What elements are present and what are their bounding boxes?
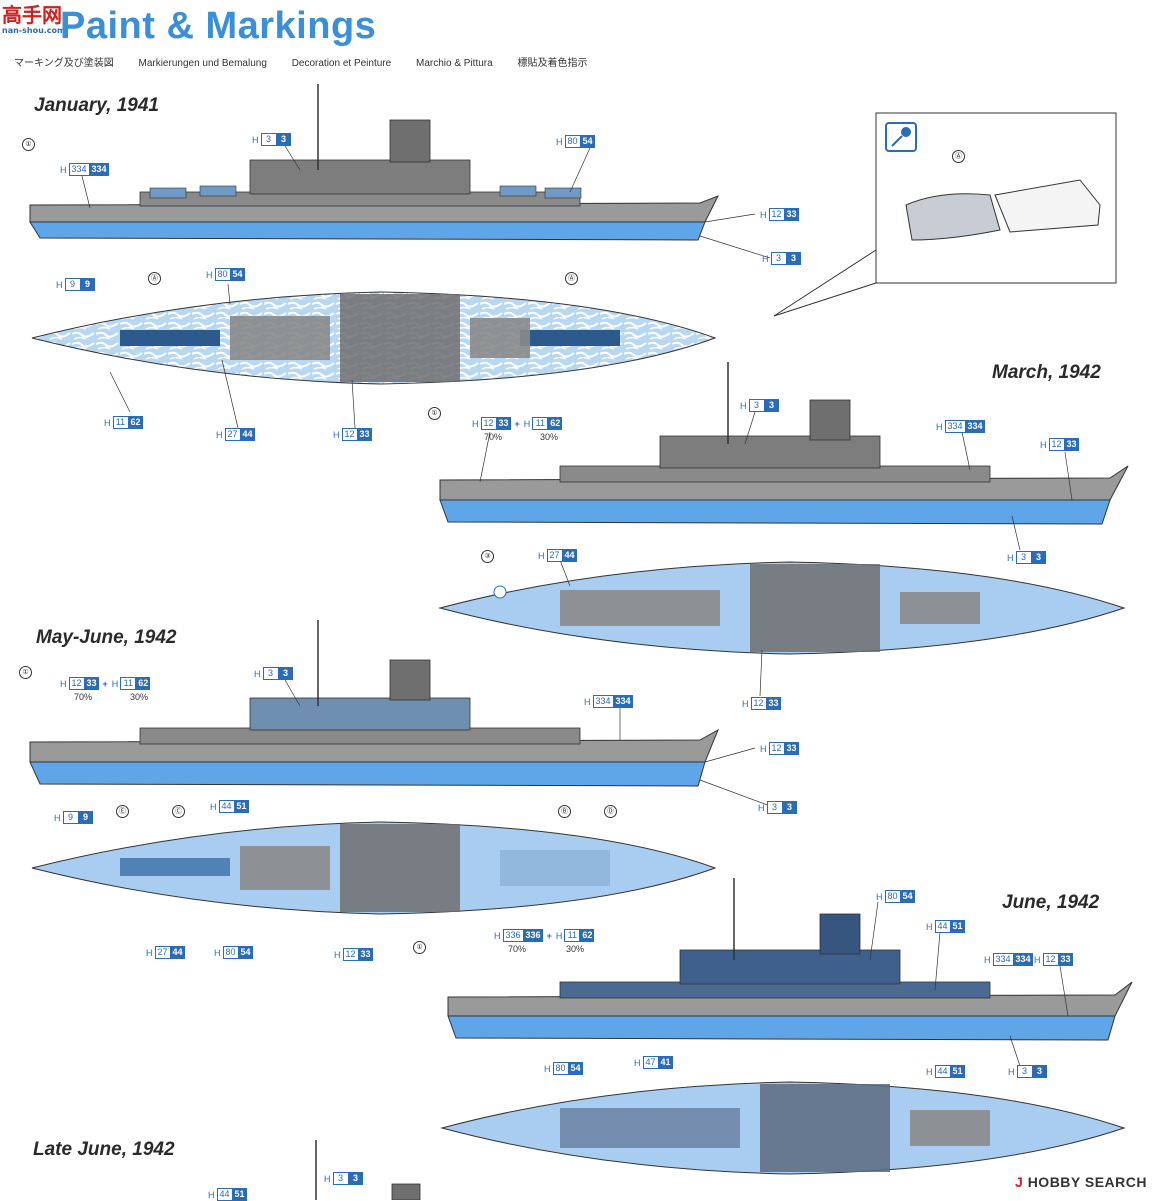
detail-inset (773, 112, 1117, 317)
marker-1: ① (22, 138, 35, 151)
scheme-title-late-june-1942: Late June, 1942 (33, 1139, 175, 1160)
ship-side-late-june-1942 (315, 1140, 421, 1200)
subtitle-it: Marchio & Pittura (415, 58, 493, 69)
mix-ratio-70: 70% (484, 432, 503, 442)
mix-ratio-30: 30% (540, 432, 559, 442)
site-watermark: 高手网 nan-shou.com (2, 3, 66, 35)
ship-top-may-june-1942 (31, 821, 717, 915)
marker-a: Ⓐ (565, 272, 578, 285)
ship-side-may-june-1942 (29, 620, 719, 787)
subtitle-jp: マーキング及び塗装図 (14, 58, 114, 69)
ship-top-june-1942 (440, 1081, 1126, 1175)
mix-ratio-70: 70% (508, 944, 527, 954)
ship-top-jan-1941 (31, 291, 717, 385)
ship-top-mar-1942 (438, 561, 1126, 655)
hobby-search-logo: J HOBBY SEARCH (1015, 1174, 1147, 1190)
subtitle-fr: Decoration et Peinture (291, 58, 392, 69)
mix-ratio-30: 30% (130, 692, 149, 702)
page-title: Paint & Markings (60, 5, 377, 47)
subtitle-row: マーキング及び塗装図 Markierungen und Bemalung Dec… (14, 54, 609, 70)
marker-a: Ⓐ (952, 150, 965, 163)
marker-c: Ⓒ (172, 805, 185, 818)
marker-3: ③ (481, 550, 494, 563)
scheme-title-jan-1941: January, 1941 (34, 95, 159, 116)
subtitle-de: Markierungen und Bemalung (138, 58, 267, 69)
marker-1: ① (428, 407, 441, 420)
marker-1: ① (19, 666, 32, 679)
marker-d: Ⓓ (604, 805, 617, 818)
scheme-title-june-1942: June, 1942 (1002, 892, 1100, 913)
ship-side-jan-1941 (29, 84, 720, 241)
marker-e: Ⓔ (116, 805, 129, 818)
mix-ratio-70: 70% (74, 692, 93, 702)
marker-b: Ⓑ (558, 805, 571, 818)
ship-side-mar-1942 (439, 362, 1129, 525)
mix-ratio-30: 30% (566, 944, 585, 954)
marker-1: ① (413, 941, 426, 954)
ship-side-june-1942 (447, 878, 1133, 1041)
marker-a: Ⓐ (148, 272, 161, 285)
scheme-title-may-june-1942: May-June, 1942 (36, 627, 177, 648)
subtitle-cn: 標貼及着色指示 (517, 58, 588, 69)
scheme-title-mar-1942: March, 1942 (992, 362, 1101, 383)
